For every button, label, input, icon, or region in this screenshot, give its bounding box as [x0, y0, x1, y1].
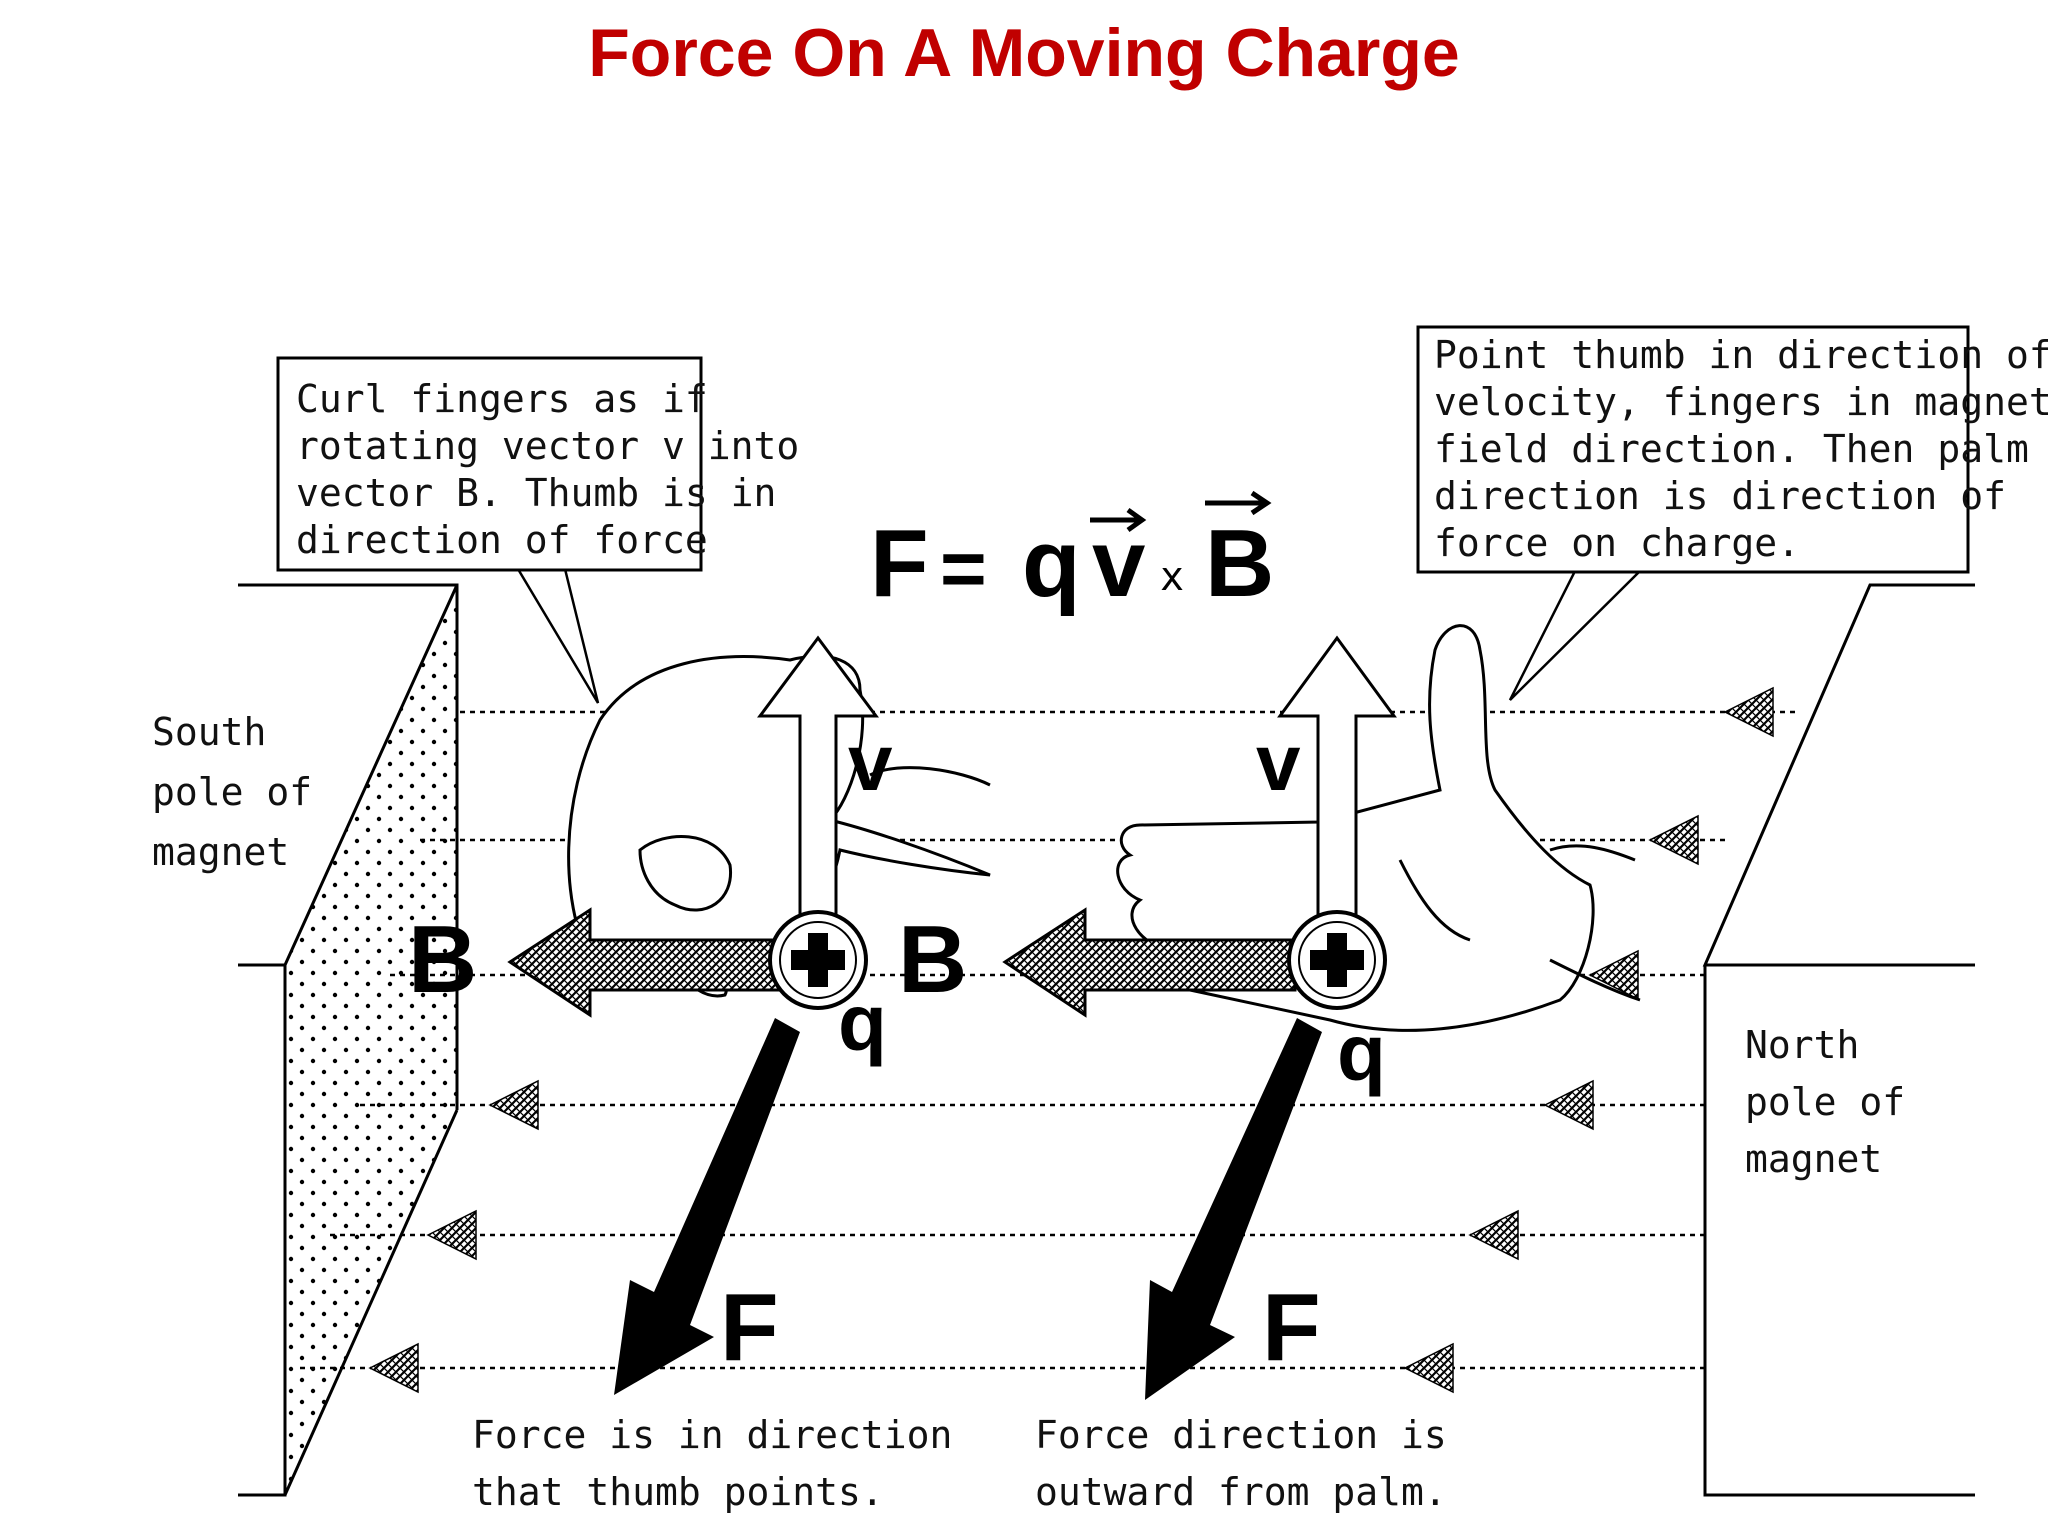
- force-arrow-right: [1145, 1018, 1322, 1400]
- charge-right: [1287, 910, 1387, 1010]
- svg-text:F: F: [870, 510, 929, 617]
- v-label-left: v: [848, 718, 893, 807]
- f-label-left: F: [720, 1274, 779, 1381]
- magnetic-field-arrow-left: [507, 907, 782, 1018]
- field-direction-markers: [368, 686, 1774, 1394]
- force-arrow-left: [614, 1018, 800, 1395]
- magnetic-field-arrow-right: [1002, 907, 1297, 1018]
- svg-text:magnet: magnet: [152, 830, 289, 874]
- callout-left: Curl fingers as if rotating vector v int…: [276, 356, 799, 704]
- q-label-left: q: [838, 978, 887, 1067]
- svg-text:velocity, fingers in magnetic: velocity, fingers in magnetic: [1434, 380, 2048, 424]
- page-title: Force On A Moving Charge: [588, 15, 1460, 91]
- svg-text:q: q: [1022, 510, 1081, 617]
- svg-text:North: North: [1745, 1023, 1859, 1067]
- lorentz-formula: F = q v x B: [870, 490, 1274, 617]
- svg-text:pole of: pole of: [152, 770, 312, 814]
- svg-text:Point thumb in direction of: Point thumb in direction of: [1434, 333, 2048, 377]
- velocity-arrow-right: [1277, 635, 1397, 942]
- svg-text:rotating vector v into: rotating vector v into: [296, 424, 799, 468]
- svg-text:force on charge.: force on charge.: [1434, 521, 1800, 565]
- svg-text:magnet: magnet: [1745, 1137, 1882, 1181]
- svg-text:direction is direction of: direction is direction of: [1434, 474, 2006, 518]
- caption-left: Force is in direction that thumb points.: [472, 1413, 952, 1514]
- svg-text:Force is in direction: Force is in direction: [472, 1413, 952, 1457]
- south-magnet: [238, 583, 459, 1497]
- caption-right: Force direction is outward from palm.: [1035, 1413, 1447, 1514]
- magnetic-field-lines: [300, 710, 1800, 1370]
- q-label-right: q: [1337, 1008, 1386, 1097]
- v-label-right: v: [1256, 718, 1301, 807]
- svg-text:South: South: [152, 710, 266, 754]
- svg-text:Force direction is: Force direction is: [1035, 1413, 1447, 1457]
- svg-text:field direction. Then palm: field direction. Then palm: [1434, 427, 2029, 471]
- north-pole-label: North pole of magnet: [1745, 1023, 1905, 1181]
- svg-text:direction of force: direction of force: [296, 518, 708, 562]
- svg-text:that thumb points.: that thumb points.: [472, 1470, 884, 1514]
- b-label-left: B: [408, 906, 477, 1013]
- svg-text:outward from palm.: outward from palm.: [1035, 1470, 1447, 1514]
- svg-text:Curl fingers as if: Curl fingers as if: [296, 377, 708, 421]
- svg-text:x: x: [1160, 554, 1184, 600]
- svg-text:pole of: pole of: [1745, 1080, 1905, 1124]
- b-label-right: B: [898, 906, 967, 1013]
- south-pole-label: South pole of magnet: [152, 710, 312, 874]
- callout-right: Point thumb in direction of velocity, fi…: [1416, 325, 2048, 701]
- svg-text:vector B. Thumb is in: vector B. Thumb is in: [296, 471, 776, 515]
- svg-text:=: =: [940, 524, 987, 613]
- svg-text:B: B: [1205, 510, 1274, 617]
- f-label-right: F: [1262, 1274, 1321, 1381]
- velocity-arrow-left: [757, 635, 879, 942]
- charge-left: [768, 910, 868, 1010]
- svg-text:v: v: [1092, 510, 1145, 617]
- north-magnet: [1702, 583, 1975, 1497]
